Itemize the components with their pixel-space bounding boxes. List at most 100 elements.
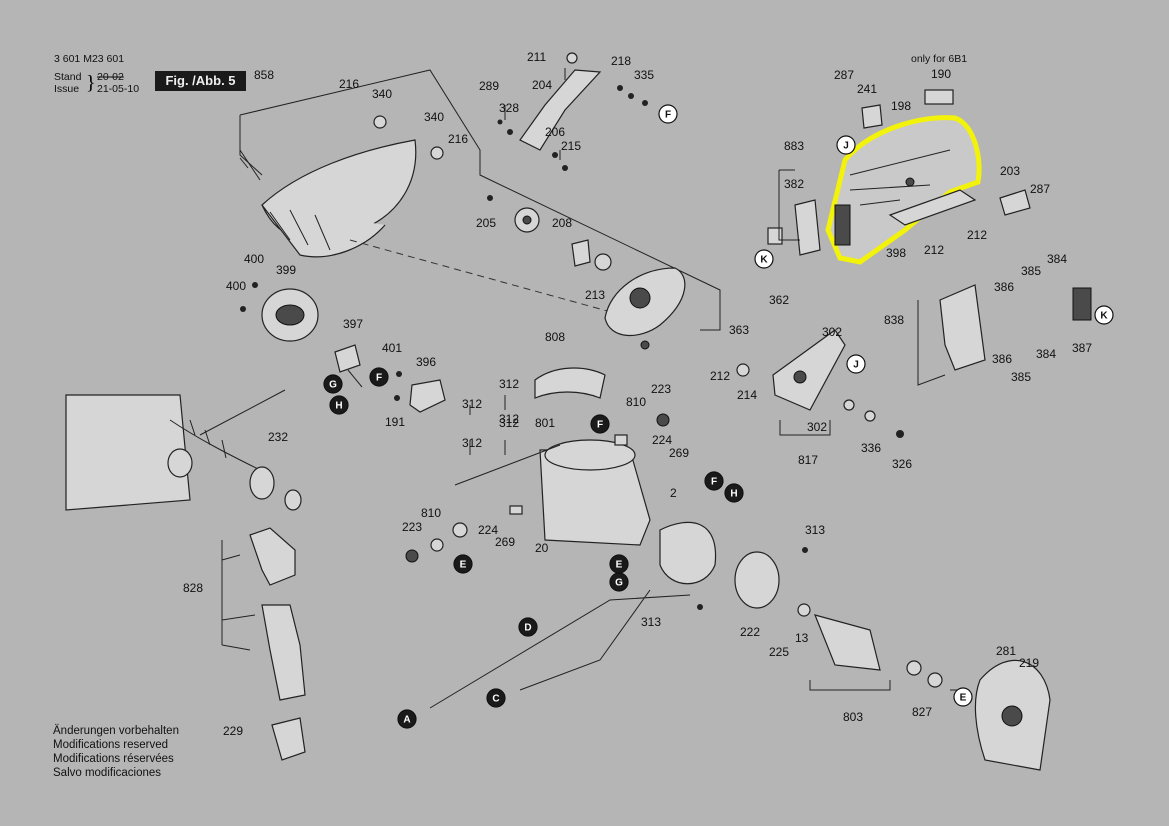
part-number-label: 385 [1021,264,1041,278]
reference-callout: F [704,471,724,491]
part-number-label: 20 [535,541,549,555]
part-number-label: 810 [421,506,441,520]
part-number-label: 191 [385,415,405,429]
figure-label: Fig. /Abb. 5 [155,71,246,91]
part-number-label: 241 [857,82,877,96]
flange-bearing-group [487,195,686,350]
part-number-label: 384 [1036,347,1056,361]
reference-callout: F [369,367,389,387]
callout-letter: F [711,477,717,488]
part-number-label: 281 [996,644,1016,658]
part-number-label: 205 [476,216,496,230]
callout-letter: C [492,694,499,705]
part-number-label: 801 [535,416,555,430]
handle-part [65,389,302,511]
part-number-label: 212 [924,243,944,257]
reference-callout: F [658,104,678,124]
part-number-label: 214 [737,388,757,402]
callout-letter: D [524,623,531,634]
part-number-label: 803 [843,710,863,724]
callout-letter: G [329,380,337,391]
motor-internals [429,521,1051,771]
reference-callout: G [609,572,629,592]
part-number-label: 838 [884,313,904,327]
footer-note-es: Salvo modificaciones [53,767,162,779]
part-number-label: 215 [561,139,581,153]
part-number-label: 312 [462,397,482,411]
part-number-label: 312 [499,377,519,391]
part-number-label: 336 [861,441,881,455]
part-number-label: 212 [710,369,730,383]
reference-callout: C [486,688,506,708]
callout-circle [397,709,417,729]
part-number-label: 400 [244,252,264,266]
part-number-label: 400 [226,279,246,293]
part-number-label: 289 [479,79,499,93]
callout-circle [609,554,629,574]
part-number-label: 808 [545,330,565,344]
part-number-label: 204 [532,78,552,92]
reference-callout: K [1094,305,1114,325]
callout-letter: E [460,560,467,571]
callout-circle [953,687,973,707]
part-number-label: 219 [1019,656,1039,670]
part-number-label: 396 [416,355,436,369]
stand-label: Stand [54,71,82,83]
part-number-label: 222 [740,625,760,639]
part-number-label: 269 [495,535,515,549]
side-cover [917,284,1092,386]
callout-letter: J [853,360,859,371]
part-number-label: 384 [1047,252,1067,266]
footer-note-fr: Modifications réservées [53,753,174,765]
callout-letter: A [403,715,410,726]
part-number-label: 397 [343,317,363,331]
callout-letter: G [615,578,623,589]
callout-letter: H [335,401,342,412]
part-number-label: 216 [448,132,468,146]
part-number-label: 385 [1011,370,1031,384]
callout-circle [846,354,866,374]
part-number-label: 398 [886,246,906,260]
part-number-label: 363 [729,323,749,337]
axis-line-1 [349,239,641,321]
part-number-label: 326 [892,457,912,471]
reference-callout: E [953,687,973,707]
callout-letter: F [597,420,603,431]
issue-label: Issue [54,83,79,95]
part-number-label: 232 [268,430,288,444]
part-number-label: 287 [834,68,854,82]
callout-circle [1094,305,1114,325]
part-number-label: 340 [372,87,392,101]
part-number-label: 386 [992,352,1012,366]
part-number-label: 224 [478,523,498,537]
part-number-label: 827 [912,705,932,719]
reference-callout: J [846,354,866,374]
part-number-label: 313 [805,523,825,537]
callout-circle [329,395,349,415]
footer-notes: Änderungen vorbehalten Modifications res… [53,724,179,780]
part-number-label: 223 [651,382,671,396]
motor-housing [405,367,670,563]
reference-callout: K [754,249,774,269]
part-number-label: 382 [784,177,804,191]
part-number-label: 213 [585,288,605,302]
callout-circle [836,135,856,155]
part-number-label: 211 [527,50,546,64]
part-number-label: 302 [807,420,827,434]
part-number-label: 328 [499,101,519,115]
brace: } [86,72,96,94]
callout-circle [369,367,389,387]
part-number-label: 810 [626,395,646,409]
part-number-label: 858 [254,68,274,82]
highlighted-upper-guard [767,89,1031,265]
reference-callout: D [518,617,538,637]
callout-circle [518,617,538,637]
issue-date: 21-05-10 [97,83,139,95]
reference-callout: E [609,554,629,574]
reference-callout: H [724,483,744,503]
reference-callout: J [836,135,856,155]
lever-arm [497,52,648,171]
